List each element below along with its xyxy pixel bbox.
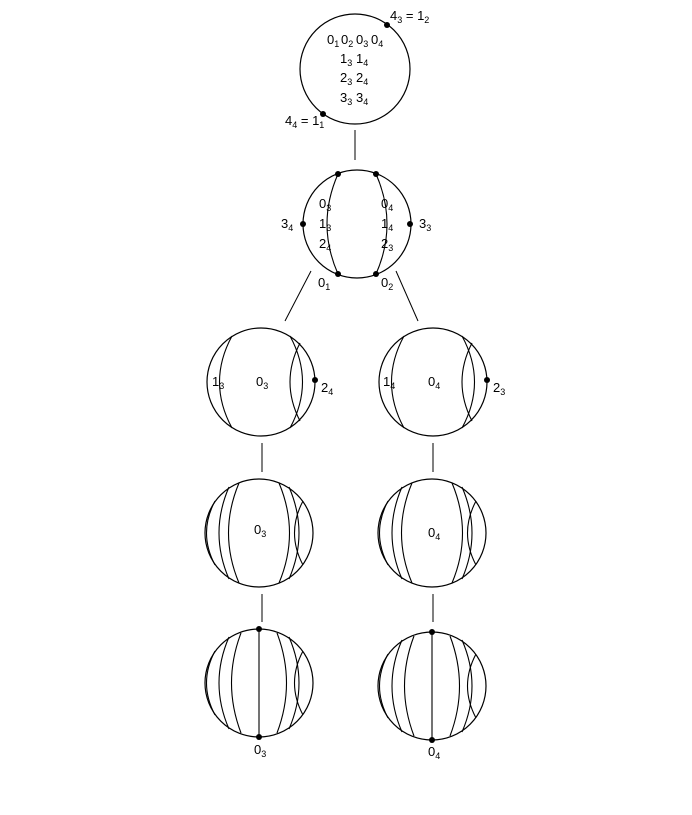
l3-left-dot — [312, 377, 318, 383]
l4-right-arc-1 — [379, 500, 389, 566]
top-label-01: 01 — [327, 32, 339, 49]
l5-left-arc-3 — [231, 632, 242, 734]
mid-bottom-01: 01 — [318, 275, 330, 292]
l3-left-24: 24 — [321, 380, 333, 397]
l5-right-arc-6 — [467, 653, 477, 719]
l4-right-04: 04 — [428, 525, 440, 542]
l4-left-arc-1 — [206, 500, 216, 566]
l4-left-arc-2 — [218, 486, 230, 580]
mid-right-04: 04 — [381, 196, 393, 213]
mid-right-14: 14 — [381, 216, 393, 233]
mid-right-23: 23 — [381, 236, 393, 253]
l5-right-arc-4 — [449, 635, 460, 737]
mid-arc-left — [326, 173, 339, 275]
l4-right-arc-2 — [391, 486, 403, 580]
l3-right-arc-2 — [461, 335, 475, 429]
l4-left-arc-3 — [228, 482, 240, 584]
l4-left-03: 03 — [254, 522, 266, 539]
l5-left-arc-4 — [276, 632, 287, 734]
l5-left-dot-bottom — [256, 734, 262, 740]
l4-left-arc-5 — [288, 486, 300, 580]
mid-dot-bottom-right — [373, 271, 379, 277]
l5-left-arc-2 — [218, 636, 230, 730]
top-label-04: 04 — [371, 32, 383, 49]
l3-left-03: 03 — [256, 374, 268, 391]
l4-right-arc-3 — [401, 482, 413, 584]
l3-right-23: 23 — [493, 380, 505, 397]
top-label-23: 23 — [340, 70, 352, 87]
top-label-14: 14 — [356, 51, 368, 68]
mid-dot-bottom-left — [335, 271, 341, 277]
mid-left-24: 24 — [319, 236, 331, 253]
l3-left-13: 13 — [212, 374, 224, 391]
top-label-03: 03 — [356, 32, 368, 49]
top-label-33: 33 — [340, 90, 352, 107]
l4-right-arc-4 — [451, 482, 463, 584]
edge-mid-left — [284, 270, 312, 322]
top-label-13: 13 — [340, 51, 352, 68]
edge-mid-right — [395, 270, 419, 322]
mid-dot-top-right — [373, 171, 379, 177]
l5-right-04: 04 — [428, 744, 440, 761]
mid-dot-top-left — [335, 171, 341, 177]
mid-arc-right — [375, 173, 388, 275]
l5-left-arc-5 — [288, 636, 300, 730]
l3-right-arc-1 — [391, 335, 405, 429]
l3-right-arc-3 — [461, 342, 473, 422]
mid-side-34: 34 — [281, 216, 293, 233]
mid-dot-right — [407, 221, 413, 227]
mid-left-13: 13 — [319, 216, 331, 233]
l4-right-arc-5 — [461, 486, 473, 580]
l5-right-dot-top — [429, 629, 435, 635]
l3-right-04: 04 — [428, 374, 440, 391]
top-label-02: 02 — [341, 32, 353, 49]
top-dot-lower-left — [320, 111, 326, 117]
disk-l4-right — [377, 478, 487, 588]
top-eq-right: 43 = 12 — [390, 8, 429, 25]
l3-right-14: 14 — [383, 374, 395, 391]
l5-left-03: 03 — [254, 742, 266, 759]
mid-bottom-02: 02 — [381, 275, 393, 292]
l5-left-arc-6 — [294, 650, 304, 716]
l4-left-arc-4 — [278, 482, 290, 584]
l3-left-arc-1 — [219, 335, 233, 429]
disk-l4-left — [204, 478, 314, 588]
l3-left-arc-3 — [289, 342, 301, 422]
top-label-24: 24 — [356, 70, 368, 87]
l4-left-arc-6 — [294, 500, 304, 566]
l5-left-arc-1 — [206, 650, 216, 716]
l3-right-dot — [484, 377, 490, 383]
l5-right-arc-1 — [379, 653, 389, 719]
top-dot-upper-right — [384, 22, 390, 28]
l5-right-arc-5 — [461, 639, 473, 733]
top-eq-left: 44 = 11 — [285, 113, 324, 130]
l5-right-arc-3 — [404, 635, 415, 737]
disk-top — [299, 13, 411, 125]
l4-right-arc-6 — [467, 500, 477, 566]
l3-left-arc-2 — [289, 335, 303, 429]
l5-right-dot-bottom — [429, 737, 435, 743]
mid-side-33: 33 — [419, 216, 431, 233]
mid-dot-left — [300, 221, 306, 227]
top-label-34: 34 — [356, 90, 368, 107]
l5-left-dot-top — [256, 626, 262, 632]
l5-right-arc-2 — [391, 639, 403, 733]
